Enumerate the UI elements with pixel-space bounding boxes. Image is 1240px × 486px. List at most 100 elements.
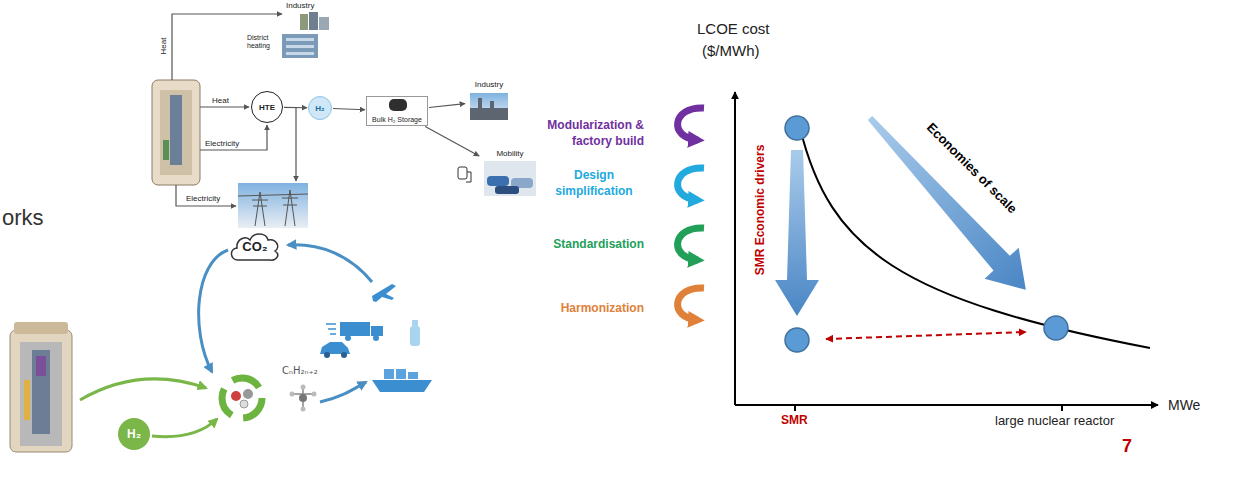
district-heating-picture — [282, 34, 318, 58]
reactor-bottom — [10, 322, 72, 452]
vehicle-icons — [324, 352, 330, 358]
grid-picture — [238, 190, 308, 226]
node-text: Bulk H₂ Storage — [367, 116, 427, 123]
cost-gap-arrow — [826, 332, 1026, 339]
node-text: Industry — [286, 1, 314, 10]
driver-arrows — [678, 168, 704, 200]
flow-lines — [176, 185, 236, 206]
tick-label: SMR — [781, 413, 808, 427]
flow-lines — [295, 108, 296, 181]
cloud-outline — [231, 234, 277, 260]
driver-label: Harmonization — [561, 301, 644, 315]
mobility-picture — [484, 161, 536, 196]
chart-axes — [1061, 405, 1063, 411]
driver-title: SMR Economic drivers — [753, 145, 767, 276]
driver-arrows — [678, 108, 704, 140]
vehicle-icons — [373, 335, 379, 341]
reactor-bottom — [36, 356, 46, 376]
flow-label: Heat — [212, 96, 229, 105]
image-box: Mobility — [480, 148, 540, 198]
node-text: H₂ — [315, 104, 324, 113]
recycle-icon — [240, 400, 248, 408]
industry-picture — [470, 93, 508, 120]
reactor-top — [152, 80, 200, 185]
district-heating-picture — [282, 34, 318, 58]
reactor-top — [160, 90, 192, 175]
chart-axes — [794, 405, 796, 411]
industry-picture — [309, 12, 318, 30]
big-arrows — [775, 103, 1043, 316]
recycle-icon — [222, 378, 262, 418]
reactor-bottom — [14, 322, 68, 334]
chart-points — [785, 328, 809, 352]
driver-label: Design simplification — [544, 167, 644, 199]
node-text: H₂ — [127, 427, 141, 441]
recycle-icon — [243, 389, 253, 399]
driver-arrows — [678, 288, 704, 320]
district-heating-picture — [286, 52, 314, 55]
chart-points — [1044, 316, 1068, 340]
grid-picture — [238, 183, 308, 228]
molecule-icon — [292, 387, 314, 409]
slide-fragment: orks — [2, 205, 44, 231]
flow-label: Electricity — [205, 139, 239, 148]
vehicle-icons — [341, 352, 347, 358]
vehicle-icons — [410, 326, 420, 346]
industry-picture — [470, 98, 508, 120]
flow-arrow — [284, 107, 307, 109]
image-box: Industry — [466, 80, 512, 122]
hydrogen-bubble: H₂ — [308, 96, 332, 120]
flow-arrow — [429, 104, 465, 108]
molecule-icon — [312, 392, 317, 397]
node-text: Industry — [466, 80, 512, 89]
storage-picture — [366, 96, 428, 126]
flow-lines — [200, 125, 267, 150]
trend-label: Economies of scale — [924, 120, 1020, 216]
industry-picture — [319, 17, 329, 30]
cycle-arrows — [80, 379, 206, 400]
industry-picture — [470, 93, 508, 120]
storage-picture — [389, 99, 407, 111]
molecule-icon — [301, 407, 306, 412]
vehicle-icons — [371, 326, 383, 336]
tick-label: large nuclear reactor — [995, 413, 1114, 428]
node-text: CO₂ — [242, 239, 267, 254]
reactor-top — [170, 95, 182, 165]
flow-arrow — [333, 109, 365, 110]
flow-lines — [200, 106, 249, 107]
driver-label: Modularization & factory build — [524, 117, 644, 149]
reactor-top — [152, 80, 200, 185]
storage-picture — [366, 96, 428, 126]
cycle-arrows — [288, 245, 372, 282]
industry-picture — [300, 12, 329, 30]
flow-lines — [172, 14, 282, 80]
hydrogen-circle: H₂ — [118, 418, 150, 450]
district-heating-picture — [286, 38, 314, 41]
recycle-icon — [231, 391, 241, 401]
big-arrows — [853, 103, 1043, 306]
chart-axes — [734, 92, 736, 405]
node-text: District heating — [247, 34, 279, 50]
charger-icon — [466, 172, 471, 182]
molecule-icon — [301, 385, 306, 390]
image-box: Industry — [284, 0, 332, 30]
district-heating-picture — [286, 45, 314, 48]
vehicle-icons — [412, 320, 418, 326]
storage-box: Bulk H₂ Storage — [366, 96, 428, 126]
vehicle-icons — [396, 369, 406, 379]
driver-arrows — [678, 108, 704, 320]
mobility-picture — [487, 176, 509, 186]
axis-title: LCOE cost — [697, 20, 770, 37]
page-number: 7 — [1122, 436, 1132, 457]
vehicle-icons — [340, 322, 370, 336]
node-text: HTE — [259, 103, 275, 112]
chart-points — [785, 116, 1068, 352]
flow-label: Heat — [159, 38, 168, 55]
flow-lines — [172, 14, 296, 206]
recycle-icon — [222, 378, 262, 418]
vehicle-icons — [345, 335, 351, 341]
axis-title: MWe — [1168, 397, 1200, 413]
mobility-picture — [484, 161, 536, 196]
driver-label: Standardisation — [553, 237, 644, 251]
vehicle-icons — [372, 284, 396, 302]
